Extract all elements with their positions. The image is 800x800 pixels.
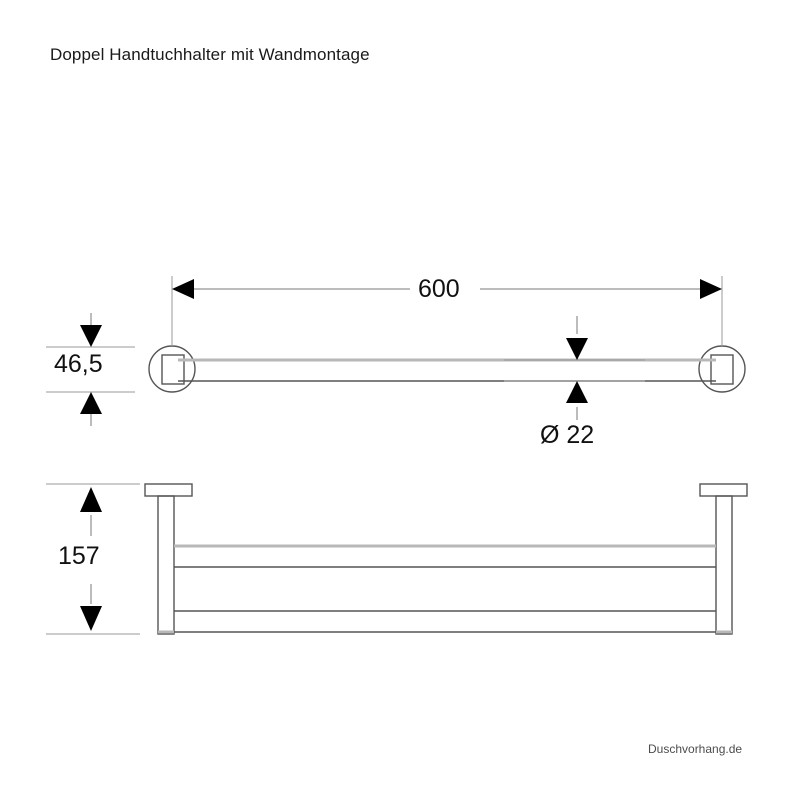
arrow-up-157 — [80, 487, 102, 512]
watermark: Duschvorhang.de — [648, 742, 743, 756]
left-wall-rosette — [148, 345, 196, 393]
dimension-diameter-22 — [504, 316, 645, 420]
arrow-down-d22 — [566, 338, 588, 360]
dimension-600 — [171, 276, 723, 346]
arrow-down-465 — [80, 325, 102, 347]
left-post — [157, 495, 175, 635]
right-wall-plate — [699, 483, 748, 497]
dimension-label-600: 600 — [418, 275, 460, 303]
dimension-label-465: 46,5 — [54, 350, 103, 378]
arrow-down-157 — [80, 606, 102, 631]
arrow-up-d22 — [566, 381, 588, 403]
arrow-right-600 — [700, 279, 722, 299]
front-view-group — [144, 483, 748, 635]
dimension-465 — [46, 313, 135, 426]
dimension-label-diameter-22: Ø 22 — [540, 421, 595, 449]
front-view-lower-rail — [174, 610, 716, 633]
drawing-title: Doppel Handtuchhalter mit Wandmontage — [50, 45, 370, 64]
dimension-label-157: 157 — [58, 542, 100, 570]
top-view-group — [148, 345, 746, 393]
top-view-rail — [178, 358, 716, 382]
arrow-up-465 — [80, 392, 102, 414]
left-wall-plate — [144, 483, 193, 497]
arrow-left-600 — [172, 279, 194, 299]
right-post — [715, 495, 733, 635]
right-wall-rosette — [698, 345, 746, 393]
front-view-upper-rail — [174, 544, 716, 568]
dimension-157 — [46, 483, 140, 635]
